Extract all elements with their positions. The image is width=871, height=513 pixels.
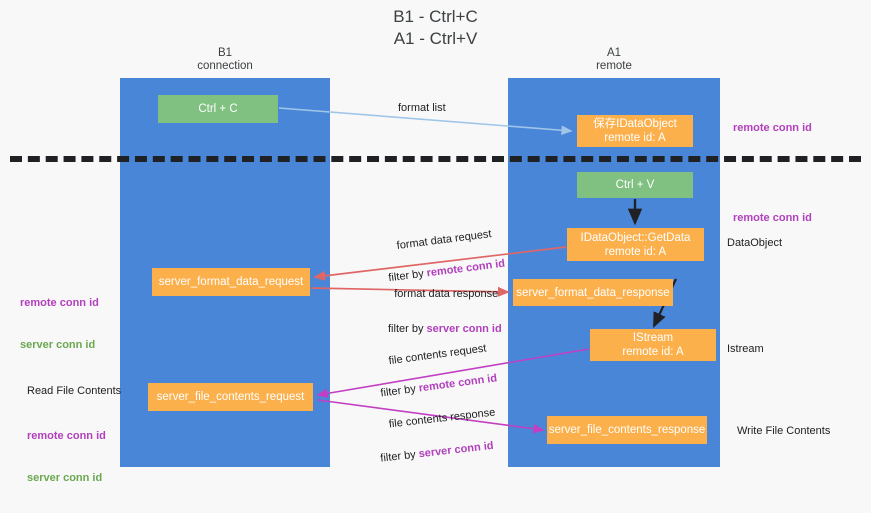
legend-remote-conn-id: remote conn id <box>20 297 99 309</box>
annotation-read-file-contents: Read File Contents <box>27 385 122 397</box>
node-save-idataobject: 保存IDataObject remote id: A <box>577 115 693 147</box>
node-idataobject-getdata: IDataObject::GetData remote id: A <box>567 228 704 261</box>
edge-label-line1: format data request <box>396 228 493 252</box>
edge-label-line2: filter by server conn id <box>388 322 502 336</box>
node-istream: IStream remote id: A <box>590 329 716 361</box>
edge-label-format-list: format list <box>398 102 446 114</box>
edge-label-line1: format data response <box>394 288 499 300</box>
filter-prefix: filter by <box>388 323 427 335</box>
phase-divider <box>10 156 861 162</box>
edge-label-file-contents-response: file contents response filter by server … <box>374 392 503 494</box>
annotation-write-file-contents: Write File Contents <box>737 425 831 437</box>
node-server-format-data-request: server_format_data_request <box>152 268 310 296</box>
swimlane-header-b1: B1 connection <box>197 47 253 72</box>
page-title: B1 - Ctrl+C A1 - Ctrl+V <box>393 7 478 48</box>
node-server-file-contents-request: server_file_contents_request <box>148 383 313 411</box>
filter-prefix: filter by <box>379 382 420 400</box>
node-server-file-contents-response: server_file_contents_response <box>547 416 707 444</box>
conn-id-server: server conn id <box>426 323 502 335</box>
annotation-remote-conn-id-top: remote conn id <box>733 122 812 134</box>
legend-conn-ids-top: remote conn id server conn id <box>20 268 99 380</box>
edge-label-line2: filter by server conn id <box>380 438 500 465</box>
conn-id-server: server conn id <box>418 439 495 461</box>
legend-server-conn-id: server conn id <box>20 339 96 351</box>
annotation-dataobject: DataObject <box>727 237 783 249</box>
swimlane-header-a1: A1 remote <box>596 47 632 72</box>
legend-server-conn-id: server conn id <box>27 472 103 484</box>
node-ctrl-c: Ctrl + C <box>158 95 278 123</box>
edge-label-format-data-response: format data response filter by server co… <box>382 273 502 364</box>
edge-label-line1: file contents request <box>387 342 488 368</box>
legend-conn-ids-bottom: remote conn id server conn id <box>27 401 106 513</box>
edge-label-line1: file contents response <box>388 406 496 431</box>
conn-id-remote: remote conn id <box>418 372 498 395</box>
annotation-istream: Istream <box>727 343 764 355</box>
filter-prefix: filter by <box>379 448 420 465</box>
node-server-format-data-response: server_format_data_response <box>513 279 673 306</box>
legend-remote-conn-id: remote conn id <box>27 430 106 442</box>
diagram-canvas: B1 - Ctrl+C A1 - Ctrl+V B1 connection A1… <box>10 7 861 484</box>
annotation-remote-conn-id-mid: remote conn id <box>733 212 812 224</box>
node-ctrl-v: Ctrl + V <box>577 172 693 198</box>
